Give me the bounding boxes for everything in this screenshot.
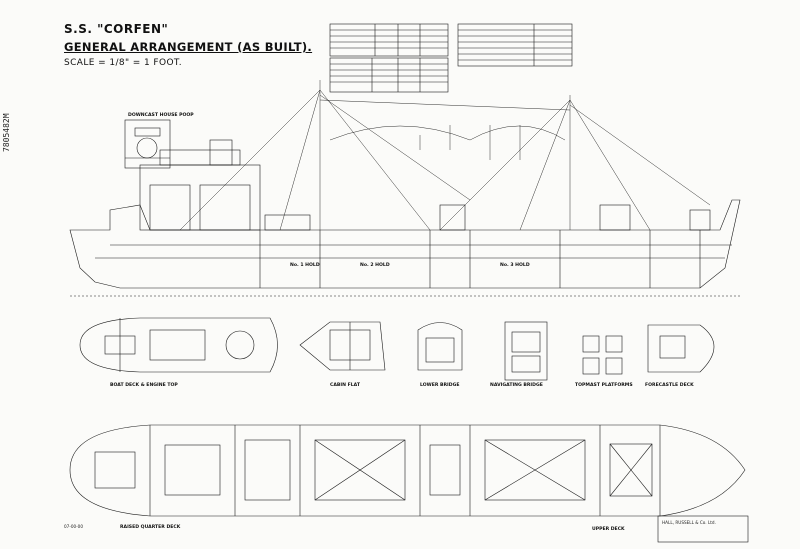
label-navigating-bridge: NAVIGATING BRIDGE [490,382,543,388]
bunker-capacity-table [457,23,573,67]
label-lower-bridge: LOWER BRIDGE [420,382,459,388]
label-cabin-flat: CABIN FLAT [330,382,361,388]
ship-name-title: S.S. "CORFEN" [64,22,169,36]
builder-name: HALL, RUSSELL & Co. Ltd. [662,520,716,525]
plan-navigating-bridge [504,321,548,381]
label-boat-deck: BOAT DECK & ENGINE TOP [110,382,178,388]
profile-rigging [179,80,711,231]
label-hold-1: No. 1 HOLD [290,262,320,268]
plan-lower-bridge [417,322,463,371]
plan-boat-deck [79,317,278,373]
section-detail [124,119,171,169]
drawing-number: 07-00-00 [64,524,83,529]
label-forecastle: FORECASTLE DECK [645,382,694,388]
profile-hull [69,139,741,297]
title-block [657,515,749,543]
plan-upper-deck [69,424,746,517]
label-section: DOWNCAST HOUSE POOP [128,112,194,118]
plan-topmast [582,335,623,375]
plan-cabin-flat [299,321,386,371]
plan-forecastle [647,324,715,373]
label-raised-quarter: RAISED QUARTER DECK [120,524,181,530]
label-hold-2: No. 2 HOLD [360,262,390,268]
scale-note: SCALE = 1/8" = 1 FOOT. [64,58,183,68]
drawing-title: GENERAL ARRANGEMENT (AS BUILT). [64,40,313,54]
cargo-capacity-table [329,23,449,93]
label-hold-3: No. 3 HOLD [500,262,530,268]
label-upper-deck: UPPER DECK [592,526,625,532]
label-topmast: TOPMAST PLATFORMS [575,382,633,388]
